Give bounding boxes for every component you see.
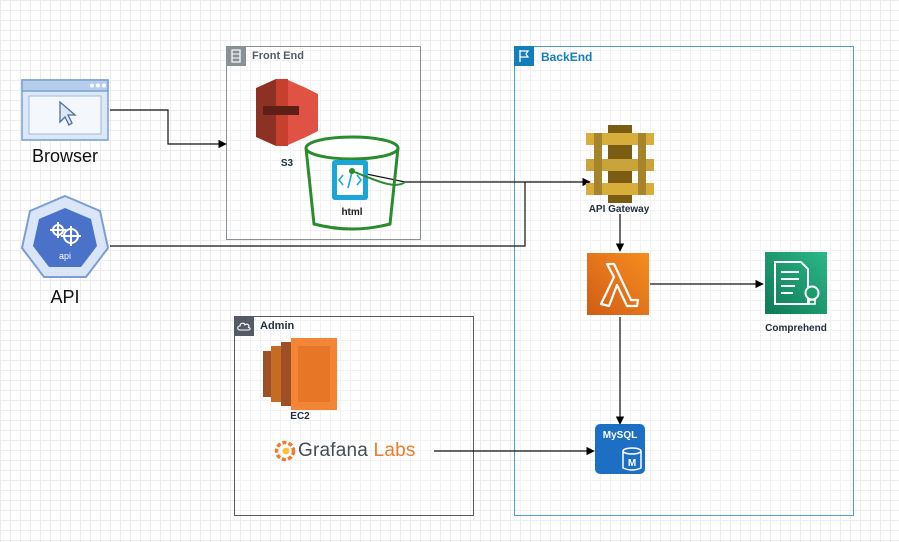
api-gateway-label: API Gateway (588, 204, 650, 215)
html-bucket-icon[interactable] (304, 135, 406, 231)
browser-label: Browser (31, 146, 99, 166)
api-icon-text: api (59, 251, 71, 261)
comprehend-icon[interactable] (765, 252, 827, 314)
api-label: API (50, 287, 80, 307)
api-gateway-icon[interactable] (586, 125, 654, 203)
lambda-icon[interactable] (587, 253, 649, 315)
mysql-icon[interactable]: MySQL M (595, 424, 645, 474)
connectors (110, 109, 764, 456)
flag-icon (514, 46, 534, 66)
grafana-logo-icon[interactable] (274, 440, 296, 462)
browser-icon[interactable] (21, 79, 109, 141)
mysql-badge-text: M (628, 458, 636, 469)
comprehend-label: Comprehend (765, 323, 827, 334)
edge-api-apigateway[interactable] (110, 182, 526, 247)
frontend-group-title: Front End (252, 50, 304, 62)
grafana-label-accent: Labs (373, 440, 416, 461)
cloud-icon (234, 316, 254, 336)
s3-label: S3 (280, 158, 294, 169)
s3-icon[interactable] (256, 79, 318, 146)
mysql-icon-text: MySQL (603, 430, 637, 441)
edge-browser-frontend[interactable] (110, 109, 227, 149)
kubernetes-api-icon[interactable]: api (20, 194, 110, 278)
ec2-label: EC2 (290, 411, 310, 422)
ec2-icon[interactable] (263, 338, 337, 410)
grafana-label-main: Grafana (298, 440, 369, 461)
server-rack-icon (226, 46, 246, 66)
html-label: html (341, 207, 363, 218)
edge-html-apigateway[interactable] (351, 170, 591, 187)
grafana-labs-label[interactable]: Grafana Labs (298, 440, 416, 462)
backend-group-title: BackEnd (541, 50, 593, 64)
admin-group-title: Admin (260, 320, 295, 332)
